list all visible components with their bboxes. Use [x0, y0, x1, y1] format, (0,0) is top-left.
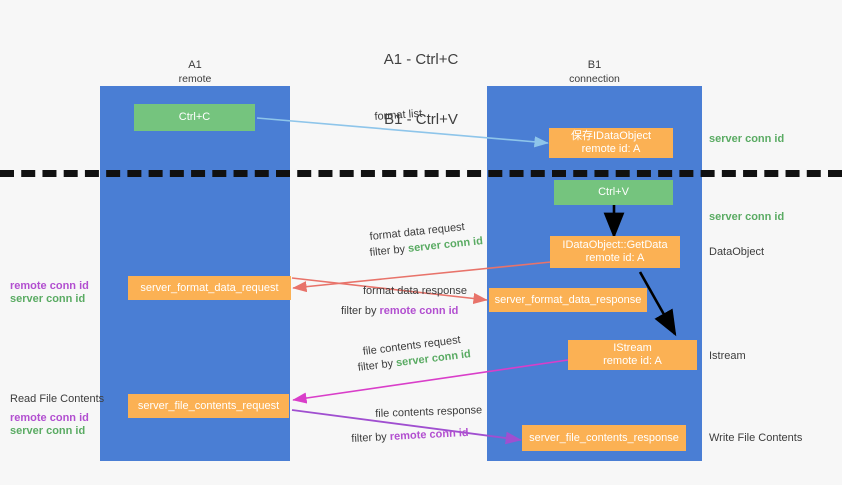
column-b1-sub: connection [569, 73, 620, 85]
phase-divider [0, 170, 842, 177]
title-line-1: A1 - Ctrl+C [383, 51, 459, 68]
edge-label-filter-remote-conn-id-1: filter by remote conn id [341, 304, 458, 319]
edge-label-format-data-response: format data response [363, 285, 467, 297]
box-server-format-data-request[interactable]: server_format_data_request [128, 276, 291, 300]
label-remote-conn-id-1: remote conn id [10, 280, 89, 292]
label-read-file-contents: Read File Contents [10, 393, 105, 405]
edge-label-file-contents-response: file contents response [375, 404, 483, 420]
box-server-format-data-response[interactable]: server_format_data_response [489, 288, 647, 312]
column-b1-name: B1 [587, 59, 602, 71]
label-dataobject: DataObject [709, 246, 765, 258]
column-header-a1: A1 remote [100, 58, 290, 86]
label-istream: Istream [709, 350, 746, 362]
column-a1-name: A1 [188, 59, 202, 71]
box-idataobject-getdata[interactable]: IDataObject::GetData remote id: A [550, 236, 680, 268]
label-server-conn-id-1: server conn id [10, 293, 86, 305]
filter-value-remote-conn-id-2: remote conn id [389, 426, 469, 443]
label-server-conn-id-mid: server conn id [709, 211, 785, 223]
box-server-file-contents-response[interactable]: server_file_contents_response [522, 425, 686, 451]
filter-prefix-4: filter by [351, 431, 388, 445]
column-a1-sub: remote [178, 73, 212, 85]
filter-prefix-3: filter by [357, 357, 394, 374]
box-ctrl-c[interactable]: Ctrl+C [134, 104, 255, 131]
box-ctrl-v[interactable]: Ctrl+V [554, 180, 673, 205]
label-server-conn-id-top: server conn id [709, 133, 785, 145]
label-server-conn-id-2: server conn id [10, 425, 86, 437]
filter-prefix-2: filter by [341, 305, 377, 317]
box-istream[interactable]: IStream remote id: A [568, 340, 697, 370]
filter-value-remote-conn-id-1: remote conn id [379, 305, 459, 317]
box-save-idataobject[interactable]: 保存IDataObject remote id: A [549, 128, 673, 158]
column-header-b1: B1 connection [487, 58, 702, 86]
label-write-file-contents: Write File Contents [709, 432, 803, 444]
box-server-file-contents-request[interactable]: server_file_contents_request [128, 394, 289, 418]
edge-label-filter-remote-conn-id-2: filter by remote conn id [351, 426, 469, 447]
label-remote-conn-id-2: remote conn id [10, 412, 89, 424]
filter-prefix-1: filter by [369, 243, 406, 259]
